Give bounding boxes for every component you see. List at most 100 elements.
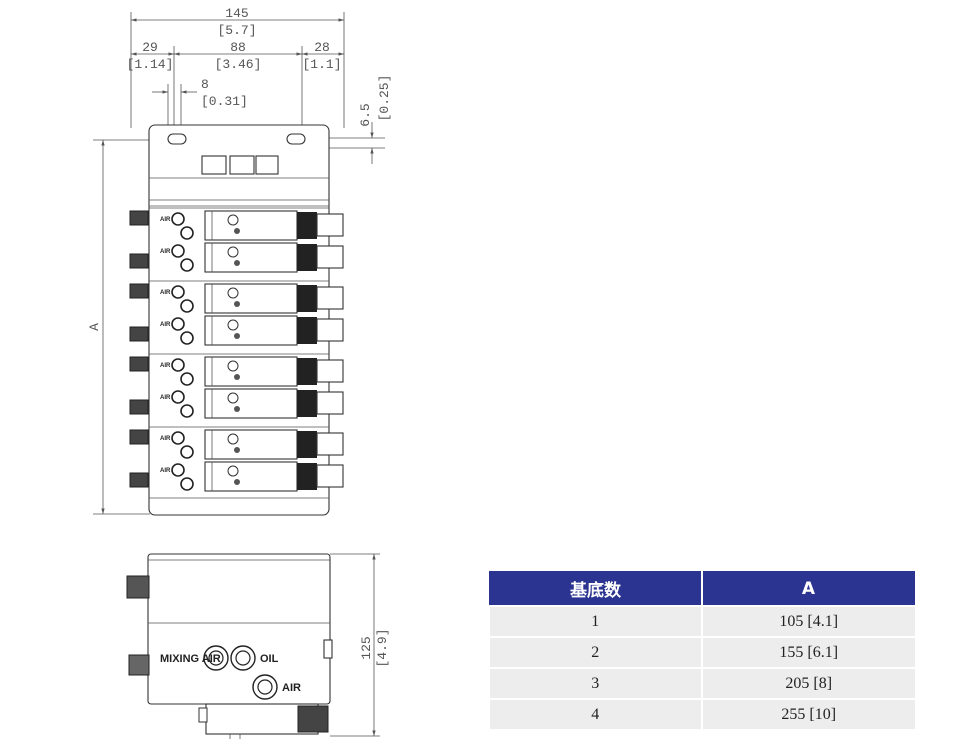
table-cell: 155 [6.1] xyxy=(701,636,915,668)
valve-cap xyxy=(316,318,344,342)
port-label: AIR xyxy=(160,363,171,369)
dimension-hole-spacing: 29 [1.14] 88 [3.46] 28 [1.1] xyxy=(127,40,344,132)
valve-body xyxy=(204,315,298,346)
valve-body xyxy=(204,461,298,492)
dimension-slot-length: 8 [0.31] xyxy=(152,77,248,132)
dim-left-offset-mm: 29 xyxy=(142,40,158,55)
indicator-dot-icon xyxy=(234,374,240,380)
dim-side-height-mm: 125 xyxy=(359,636,374,659)
valve-body xyxy=(204,210,298,241)
air-fitting-icon xyxy=(171,244,185,258)
port-label: AIR xyxy=(160,290,171,296)
side-tab xyxy=(323,639,333,659)
side-fitting xyxy=(129,472,149,488)
dim-slot-height-mm: 6.5 xyxy=(358,103,373,126)
valve-body xyxy=(204,283,298,314)
valve-connector xyxy=(297,285,317,312)
table-cell: 105 [4.1] xyxy=(701,605,915,637)
indicator-dot-icon xyxy=(234,479,240,485)
side-bottom-connector xyxy=(297,705,329,733)
table-cell: 2 xyxy=(489,636,702,668)
table-row: 1 105 [4.1] xyxy=(489,605,915,637)
side-housing xyxy=(147,553,331,705)
air-fitting-icon xyxy=(180,226,194,240)
air-label: AIR xyxy=(282,682,301,694)
adjust-screw-icon xyxy=(227,214,239,226)
table-header-row: 基底数 A xyxy=(489,571,915,607)
dim-right-offset-mm: 28 xyxy=(314,40,330,55)
mounting-slot-left xyxy=(167,133,187,145)
dim-hole-pitch-mm: 88 xyxy=(230,40,246,55)
adjust-screw-icon xyxy=(227,319,239,331)
adjust-screw-icon xyxy=(227,465,239,477)
indicator-dot-icon xyxy=(234,447,240,453)
dim-side-height-inch: [4.9] xyxy=(375,628,390,667)
indicator-dot-icon xyxy=(234,228,240,234)
port-label: AIR xyxy=(160,322,171,328)
dimension-slot-height: 6.5 [0.25] xyxy=(305,75,392,164)
air-fitting-icon xyxy=(171,463,185,477)
indicator-dot-icon xyxy=(234,406,240,412)
dim-left-offset-inch: [1.14] xyxy=(127,57,174,72)
valve-cap xyxy=(316,359,344,383)
top-connector xyxy=(255,155,279,175)
side-fitting-lower xyxy=(128,654,150,676)
dim-body-height-label: A xyxy=(87,323,102,331)
table-cell: 3 xyxy=(489,667,702,699)
air-fitting-icon xyxy=(180,445,194,459)
table-cell: 4 xyxy=(489,698,702,729)
valve-body xyxy=(204,242,298,273)
air-fitting-icon xyxy=(171,285,185,299)
valve-cap xyxy=(316,391,344,415)
dim-slot-length-mm: 8 xyxy=(201,77,209,92)
mounting-slot-right xyxy=(286,133,306,145)
valve-connector xyxy=(297,358,317,385)
table-cell: 255 [10] xyxy=(701,698,915,729)
dimension-body-height: A xyxy=(87,139,150,515)
adjust-screw-icon xyxy=(227,360,239,372)
valve-connector xyxy=(297,244,317,271)
valve-connector xyxy=(297,212,317,239)
table-row: 2 155 [6.1] xyxy=(489,636,915,668)
air-fitting-icon xyxy=(171,431,185,445)
valve-body xyxy=(204,429,298,460)
table-row: 3 205 [8] xyxy=(489,667,915,699)
valve-connector xyxy=(297,317,317,344)
table-cell: 205 [8] xyxy=(701,667,915,699)
side-fitting xyxy=(129,210,149,226)
side-fitting-upper xyxy=(126,575,150,599)
side-fitting xyxy=(129,429,149,445)
table-row: 4 255 [10] xyxy=(489,698,915,729)
table-header-base-count: 基底数 xyxy=(489,571,703,607)
port-label: AIR xyxy=(160,217,171,223)
valve-cap xyxy=(316,432,344,456)
indicator-dot-icon xyxy=(234,301,240,307)
oil-label: OIL xyxy=(260,653,279,665)
port-label: AIR xyxy=(160,249,171,255)
adjust-screw-icon xyxy=(227,287,239,299)
air-fitting-icon xyxy=(180,258,194,272)
indicator-dot-icon xyxy=(234,260,240,266)
air-fitting-icon xyxy=(171,358,185,372)
air-fitting-icon xyxy=(180,477,194,491)
air-fitting-icon xyxy=(171,390,185,404)
air-fitting-icon xyxy=(171,212,185,226)
side-fitting xyxy=(129,326,149,342)
side-fitting xyxy=(129,356,149,372)
side-fitting xyxy=(129,283,149,299)
table-cell: 1 xyxy=(489,605,702,637)
port-label: AIR xyxy=(160,436,171,442)
dim-width-inch: [5.7] xyxy=(217,23,256,38)
top-connector xyxy=(201,155,227,175)
dim-slot-height-inch: [0.25] xyxy=(377,75,392,122)
air-fitting-icon xyxy=(180,331,194,345)
valve-connector xyxy=(297,431,317,458)
base-count-table: 基底数 A 1 105 [4.1] 2 155 [6.1] 3 205 [8] … xyxy=(489,571,915,729)
valve-cap xyxy=(316,286,344,310)
valve-cap xyxy=(316,213,344,237)
side-fitting xyxy=(129,253,149,269)
dim-right-offset-inch: [1.1] xyxy=(302,57,341,72)
